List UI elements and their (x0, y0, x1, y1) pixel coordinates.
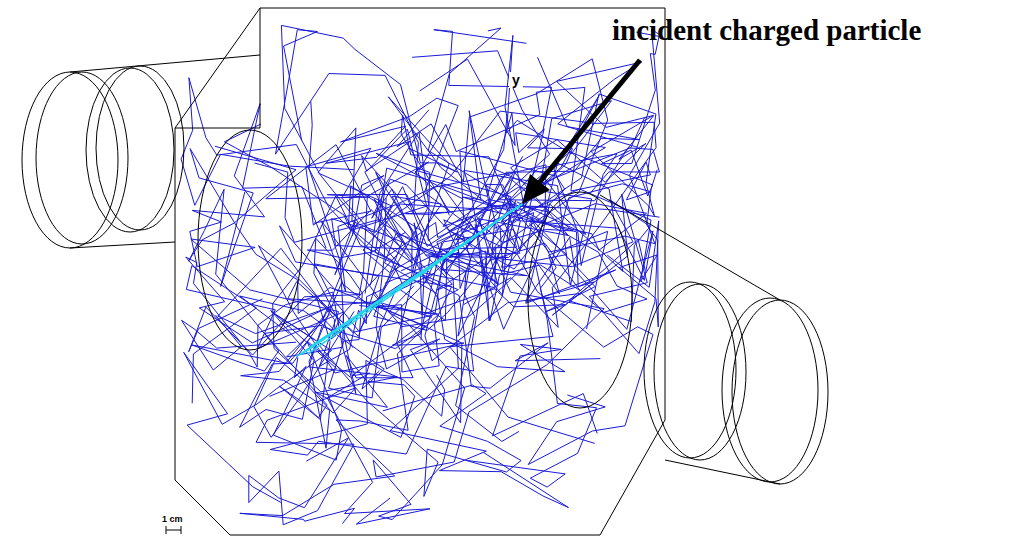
secondary-track (419, 87, 651, 294)
secondary-track (273, 341, 350, 460)
particle-tracks (181, 25, 660, 524)
primary-track (297, 204, 522, 357)
secondary-track (326, 98, 470, 299)
secondary-track (327, 303, 432, 524)
secondary-track (463, 111, 492, 235)
secondary-track (182, 315, 297, 370)
secondary-track (288, 148, 444, 336)
secondary-track (431, 248, 519, 441)
secondary-track (314, 184, 520, 398)
primary-track-line (309, 204, 522, 347)
secondary-track (412, 51, 647, 361)
secondary-track (218, 248, 389, 448)
secondary-track (434, 30, 573, 232)
secondary-track (240, 310, 337, 427)
secondary-track (186, 101, 383, 393)
callout-label: incident charged particle (612, 14, 921, 47)
detector-geometry (22, 8, 828, 535)
primary-track-line (297, 204, 522, 357)
secondary-track (240, 306, 439, 524)
secondary-track (249, 311, 356, 524)
scale-label: 1 cm (162, 514, 183, 524)
secondary-track (507, 32, 659, 203)
primary-track-line (307, 204, 522, 354)
secondary-track (385, 233, 598, 436)
secondary-track (442, 185, 647, 443)
secondary-track (281, 25, 457, 250)
secondary-track (507, 29, 660, 252)
secondary-track (184, 312, 332, 503)
secondary-track (266, 145, 459, 284)
primary-track-line (307, 204, 523, 351)
axis-label: y (509, 72, 523, 88)
secondary-track (461, 35, 645, 233)
pointer-arrow (522, 60, 640, 204)
secondary-track (276, 30, 428, 292)
primary-track-line (301, 204, 522, 355)
secondary-track (501, 170, 658, 327)
